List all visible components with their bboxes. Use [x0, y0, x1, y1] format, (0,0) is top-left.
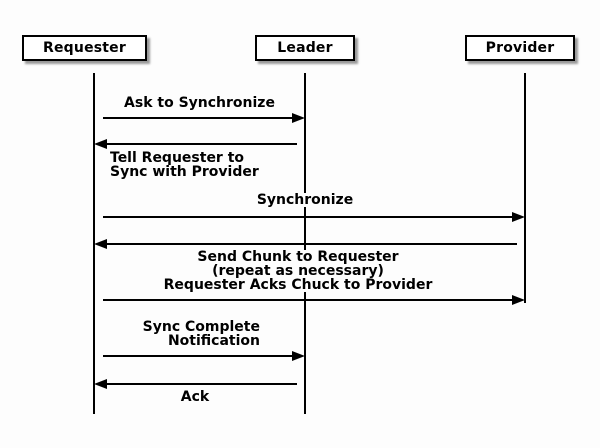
arrow-requester-acks-chuck: [103, 295, 525, 305]
participant-label-leader: Leader: [277, 40, 333, 56]
arrow-shaft: [103, 355, 295, 357]
arrow-synchronize: [103, 212, 525, 222]
arrow-shaft: [103, 117, 295, 119]
arrow-tell-requester-to-sync: [94, 139, 297, 149]
arrowhead-left-icon: [94, 239, 107, 249]
arrow-sync-complete-notification: [103, 351, 305, 361]
arrowhead-left-icon: [94, 139, 107, 149]
message-label-tell-requester-to-sync: Tell Requester to Sync with Provider: [110, 150, 259, 180]
arrow-shaft: [103, 299, 515, 301]
participant-label-requester: Requester: [43, 40, 126, 56]
arrowhead-left-icon: [94, 379, 107, 389]
arrowhead-right-icon: [512, 295, 525, 305]
arrow-ack: [94, 379, 297, 389]
message-label-synchronize: Synchronize: [205, 193, 405, 207]
arrow-send-chunk: [94, 239, 517, 249]
arrowhead-right-icon: [512, 212, 525, 222]
participant-box-provider: Provider: [465, 35, 575, 61]
participant-box-leader: Leader: [255, 35, 355, 61]
participant-box-requester: Requester: [22, 35, 147, 61]
lifeline-provider: [524, 73, 526, 303]
arrow-shaft: [103, 216, 515, 218]
message-label-ack: Ack: [180, 389, 210, 405]
message-label-ask-to-synchronize: Ask to Synchronize: [124, 95, 275, 111]
arrowhead-right-icon: [292, 113, 305, 123]
arrow-shaft: [104, 143, 297, 145]
arrowhead-right-icon: [292, 351, 305, 361]
participant-label-provider: Provider: [485, 40, 555, 56]
arrow-ask-to-synchronize: [103, 113, 305, 123]
arrow-shaft: [104, 243, 517, 245]
arrow-shaft: [104, 383, 297, 385]
message-label-sync-complete-notification: Sync Complete Notification: [142, 319, 260, 349]
message-label-send-chunk: Send Chunk to Requester (repeat as neces…: [148, 250, 448, 292]
